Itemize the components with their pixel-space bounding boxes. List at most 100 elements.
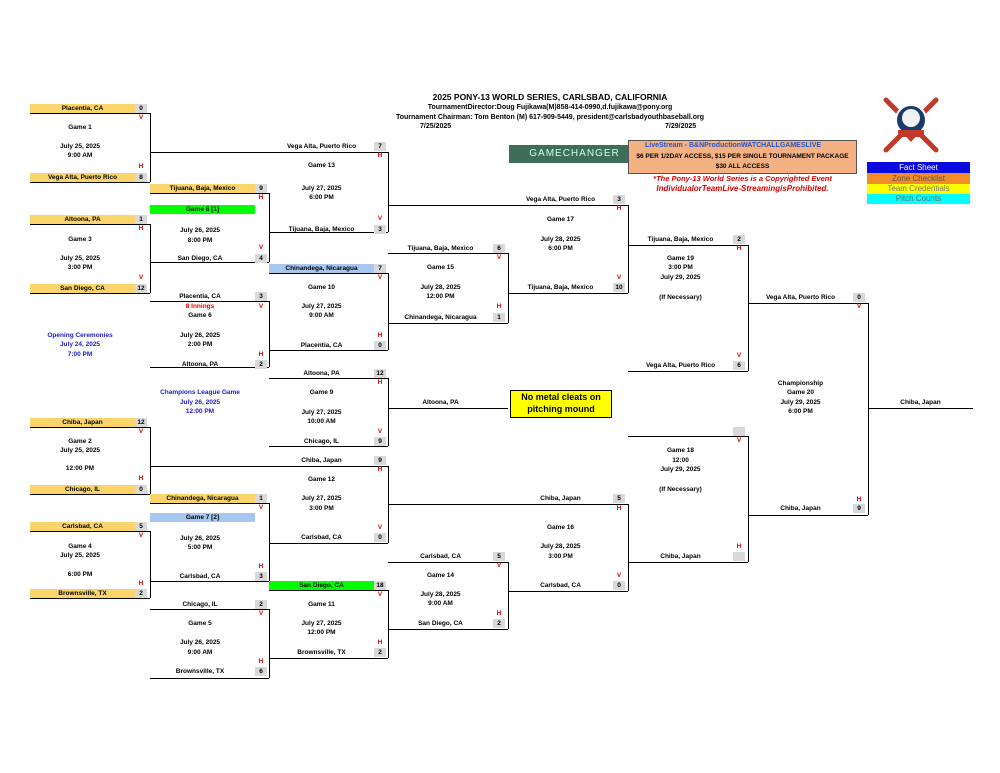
- team-slot: Brownsville, TX: [30, 589, 135, 598]
- score: 2: [374, 648, 386, 657]
- score: 0: [374, 341, 386, 350]
- fact-sheet-link[interactable]: Fact Sheet: [867, 162, 970, 173]
- score: 6: [493, 244, 505, 253]
- game-date: July 26, 2025: [179, 332, 221, 339]
- pony-logo: [880, 92, 942, 154]
- home-marker: H: [138, 475, 144, 482]
- score: 0: [135, 104, 147, 113]
- if-necessary-note: (If Necessary): [659, 486, 702, 493]
- team-slot: Chiba, Japan: [30, 418, 135, 427]
- score-empty: [733, 427, 745, 436]
- team-slot: Altoona, PA: [303, 370, 340, 377]
- game-time: 6:00 PM: [548, 245, 573, 252]
- team-slot: Chicago, IL: [30, 485, 135, 494]
- team-slot: Chinandega, Nicaragua: [150, 494, 255, 503]
- team-slot: Chiba, Japan: [660, 553, 701, 560]
- game-time: 5:00 PM: [187, 544, 213, 551]
- score: 2: [135, 589, 147, 598]
- home-marker: H: [258, 658, 264, 665]
- score: 1: [135, 215, 147, 224]
- score: 1: [493, 313, 505, 322]
- visitor-marker: V: [138, 114, 144, 121]
- team-slot: Chiba, Japan: [301, 457, 342, 464]
- game-label: Game 13: [307, 162, 336, 169]
- team-slot: Carlsbad, CA: [30, 522, 135, 531]
- score: 4: [255, 254, 267, 263]
- chairman-line: Tournament Chairman: Tom Benton (M) 617-…: [395, 114, 705, 121]
- game-label: Game 3: [68, 236, 92, 243]
- team-slot: Vega Alta, Puerto Rico: [30, 173, 135, 182]
- game-time: 9:00 AM: [187, 649, 213, 656]
- game-time: 9:00 AM: [428, 600, 453, 607]
- game-date: July 26, 2025: [179, 535, 221, 542]
- copyright-line-2: IndividualorTeamLive-StreamingisProhibit…: [656, 184, 829, 193]
- score: 12: [135, 284, 147, 293]
- game-date: July 25, 2025: [59, 552, 101, 559]
- game-date: July 29, 2025: [660, 466, 701, 473]
- game-time: 10:00 AM: [307, 418, 336, 425]
- pitch-counts-link[interactable]: Pitch Counts: [867, 194, 970, 204]
- team-slot: Brownsville, TX: [297, 649, 346, 656]
- team-slot: Chicago, IL: [182, 601, 218, 608]
- championship-label: Championship: [777, 380, 824, 387]
- score: 2: [733, 235, 745, 244]
- game-date: July 26, 2025: [179, 227, 221, 234]
- game-label: Game 1: [68, 124, 92, 131]
- champions-league-date: July 26, 2025: [179, 399, 221, 406]
- score-empty: [733, 552, 745, 561]
- game-time: 6:00 PM: [788, 408, 813, 415]
- score: 0: [613, 581, 625, 590]
- team-slot: Brownsville, TX: [175, 668, 225, 675]
- team-slot: Placentia, CA: [30, 104, 135, 113]
- game-time: 9:00 AM: [67, 152, 93, 159]
- score: 7: [374, 264, 386, 273]
- home-marker: H: [377, 379, 383, 386]
- home-marker: H: [736, 543, 742, 550]
- game-date: July 25, 2025: [59, 447, 101, 454]
- zone-checklist-link[interactable]: Zone Checklist: [867, 173, 970, 184]
- game-time: 3:00 PM: [548, 553, 573, 560]
- score: 10: [613, 283, 625, 292]
- game-date: July 29, 2025: [660, 274, 701, 281]
- game-label: Game 20: [786, 389, 815, 396]
- visitor-marker: V: [377, 215, 383, 222]
- team-slot: Vega Alta, Puerto Rico: [645, 362, 716, 369]
- score: 0: [853, 293, 865, 302]
- visitor-marker: V: [856, 303, 862, 310]
- team-slot: Tijuana, Baja, Mexico: [527, 284, 594, 291]
- game-date: July 27, 2025: [301, 495, 342, 502]
- extra-innings-note: 8 Innings: [185, 303, 215, 310]
- team-slot: Tijuana, Baja, Mexico: [150, 184, 255, 193]
- visitor-marker: V: [377, 524, 383, 531]
- home-marker: H: [258, 194, 264, 201]
- score: 2: [255, 360, 267, 369]
- game-label: Game 19: [666, 255, 695, 262]
- visitor-marker: V: [138, 532, 144, 539]
- team-credentials-link[interactable]: Team Credentials: [867, 184, 970, 194]
- team-slot: Altoona, PA: [181, 361, 219, 368]
- score: 5: [493, 552, 505, 561]
- team-slot: Carlsbad, CA: [179, 573, 221, 580]
- game-date: July 26, 2025: [179, 639, 221, 646]
- livestream-title[interactable]: LiveStream - B&NProductionWATCHALLGAMESL…: [645, 142, 822, 149]
- home-marker: H: [377, 639, 383, 646]
- game-date: July 28, 2025: [420, 591, 461, 598]
- game-date: July 25, 2025: [59, 255, 101, 262]
- score: 2: [255, 600, 267, 609]
- score: 3: [374, 225, 386, 234]
- score: 9: [853, 504, 865, 513]
- score: 12: [374, 369, 386, 378]
- visitor-marker: V: [377, 428, 383, 435]
- gamechanger-logo[interactable]: GAMECHANGER: [509, 145, 640, 163]
- game-label: Game 9: [309, 389, 334, 396]
- if-necessary-note: (If Necessary): [659, 294, 702, 301]
- game-label: Game 10: [307, 284, 336, 291]
- score: 9: [255, 184, 267, 193]
- home-marker: H: [258, 563, 264, 570]
- visitor-marker: V: [616, 274, 622, 281]
- score: 7: [374, 142, 386, 151]
- team-slot: Tijuana, Baja, Mexico: [647, 236, 714, 243]
- game-7-marker: Game 7 [2]: [150, 513, 255, 522]
- team-slot: Tijuana, Baja, Mexico: [407, 245, 474, 252]
- team-slot: San Diego, CA: [177, 255, 223, 262]
